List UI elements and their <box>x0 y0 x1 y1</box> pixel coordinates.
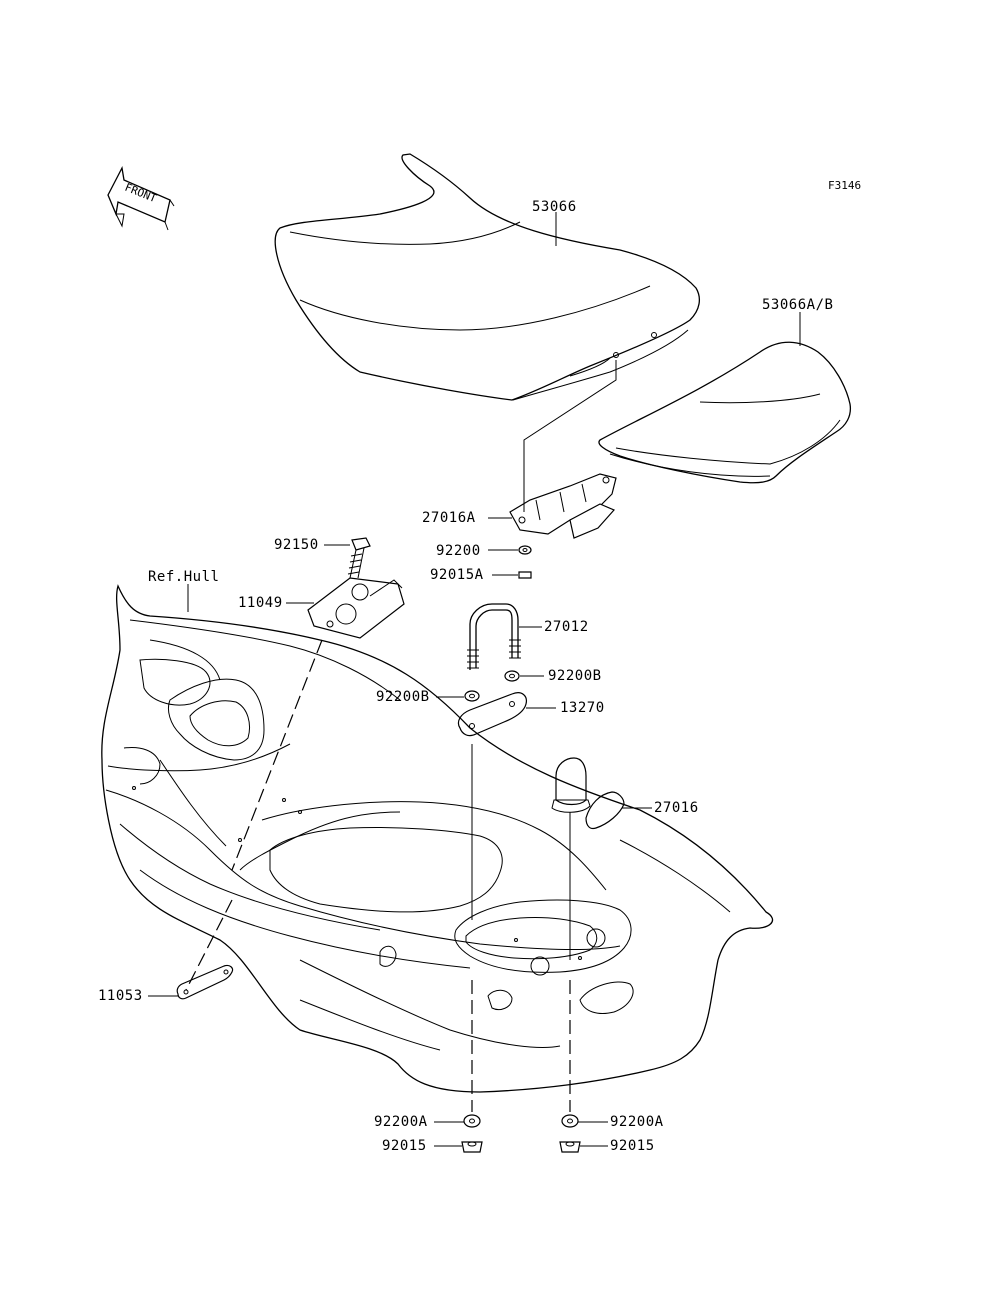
washer-92200b-right <box>504 670 520 682</box>
plate-11053 <box>176 964 234 1000</box>
label-27012: 27012 <box>544 619 589 635</box>
label-92015a: 92015A <box>430 567 484 583</box>
label-13270: 13270 <box>560 700 605 716</box>
label-92015-right: 92015 <box>610 1138 655 1154</box>
washer-92200b-left <box>464 690 480 702</box>
u-bolt-27012 <box>467 603 521 670</box>
label-92200b-right: 92200B <box>548 668 602 684</box>
label-ref-hull: Ref.Hull <box>148 569 219 585</box>
label-92015-left: 92015 <box>382 1138 427 1154</box>
label-53066: 53066 <box>532 199 577 215</box>
latch-27016 <box>551 757 625 830</box>
bracket-11049 <box>307 577 405 639</box>
label-92200a-right: 92200A <box>610 1114 664 1130</box>
label-92200b-left: 92200B <box>376 689 430 705</box>
bolt-92150 <box>347 537 371 579</box>
latch-27016a <box>509 473 617 539</box>
front-arrow-icon: FRONT <box>107 165 175 231</box>
label-53066ab: 53066A/B <box>762 297 833 313</box>
label-11049: 11049 <box>238 595 283 611</box>
label-92200a-left: 92200A <box>374 1114 428 1130</box>
label-92200: 92200 <box>436 543 481 559</box>
front-label: FRONT <box>123 181 159 206</box>
nut-92015-right <box>559 1141 581 1153</box>
hull-outline <box>101 584 774 1093</box>
figure-code: F3146 <box>828 179 861 192</box>
label-27016: 27016 <box>654 800 699 816</box>
nut-92015a <box>518 571 532 579</box>
washer-92200a-left <box>463 1114 481 1128</box>
washer-92200 <box>518 545 532 555</box>
label-11053: 11053 <box>98 988 143 1004</box>
seat-53066 <box>274 153 701 401</box>
nut-92015-left <box>461 1141 483 1153</box>
label-27016a: 27016A <box>422 510 476 526</box>
plate-13270 <box>457 692 527 737</box>
washer-92200a-right <box>561 1114 579 1128</box>
label-92150: 92150 <box>274 537 319 553</box>
assembly-lines <box>185 360 617 1112</box>
leader-lines <box>148 212 801 1147</box>
rear-seat-53066ab <box>598 341 852 484</box>
